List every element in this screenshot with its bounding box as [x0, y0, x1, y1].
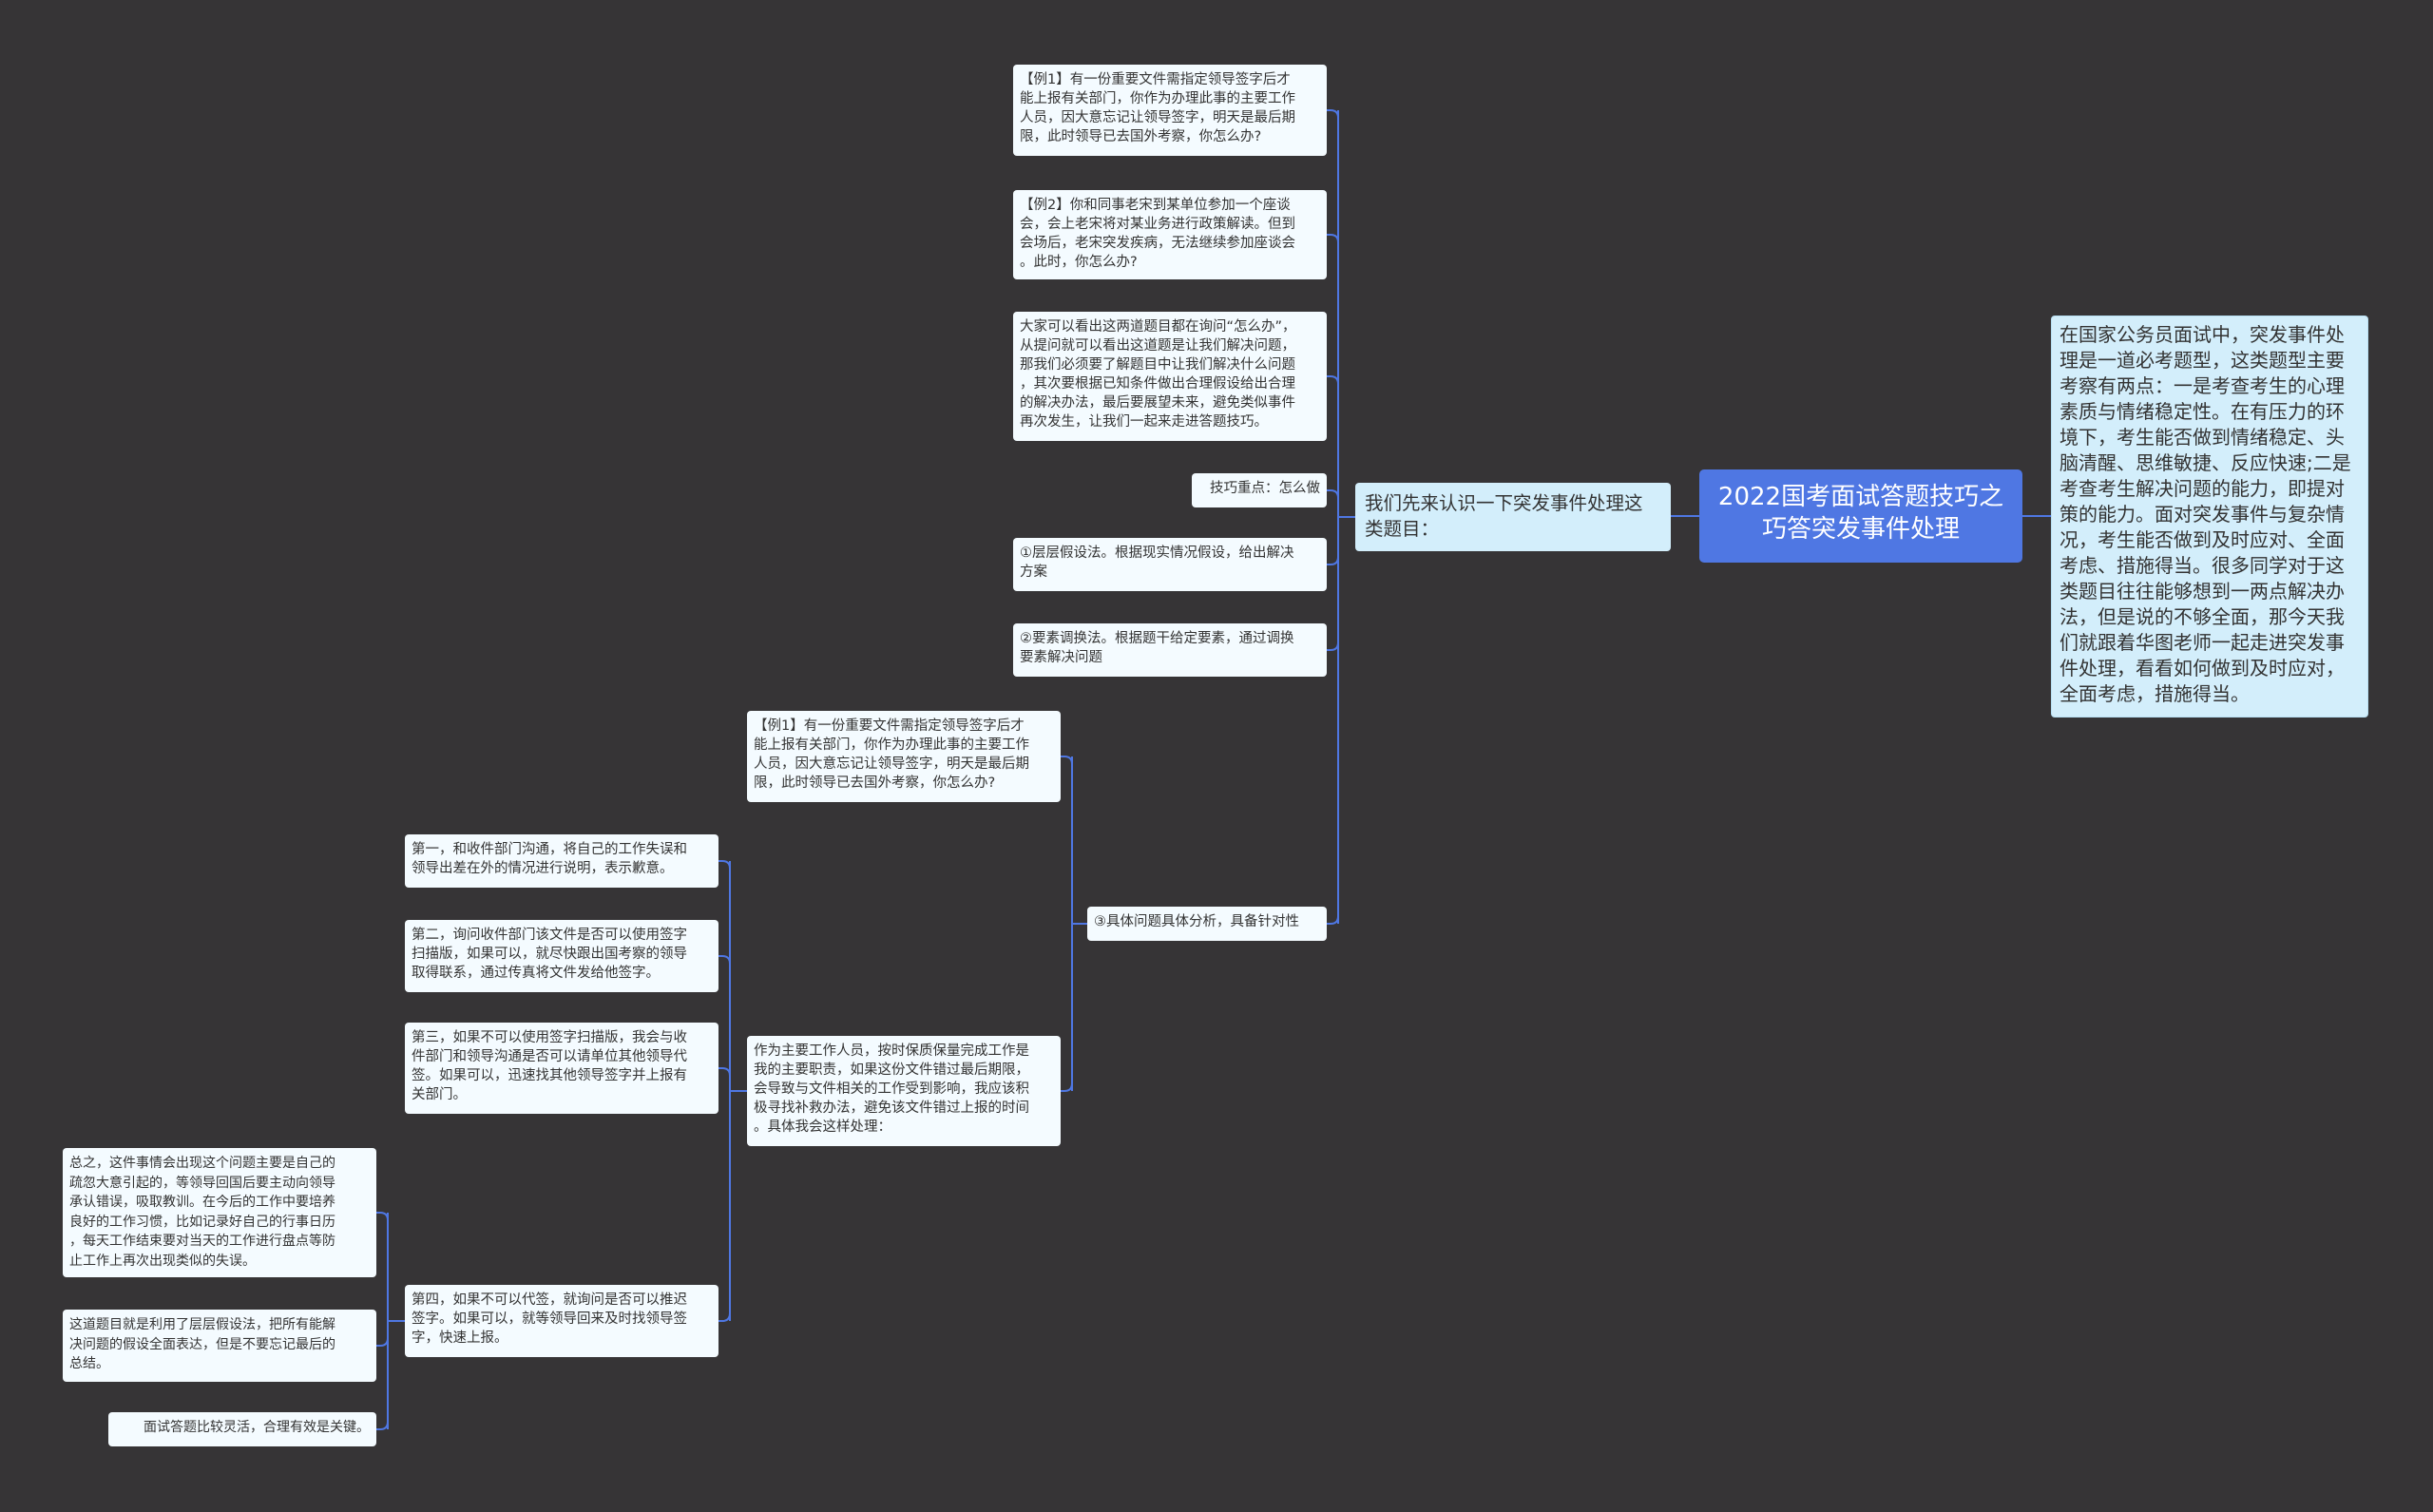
- intro-topic[interactable]: 在国家公务员面试中，突发事件处 理是一道必考题型，这类题型主要 考察有两点：一是…: [2051, 316, 2368, 718]
- flexible-answer-node[interactable]: 面试答题比较灵活，合理有效是关键。: [108, 1412, 376, 1446]
- responsibility-children-link-branch: [718, 955, 731, 965]
- responsibility-children-link-branch: [718, 1067, 731, 1077]
- branch-children-link-branch: [1327, 641, 1339, 651]
- root-topic[interactable]: 2022国考面试答题技巧之 巧答突发事件处理: [1699, 469, 2022, 563]
- analysis-node[interactable]: 大家可以看出这两道题目都在询问“怎么办”， 从提问就可以看出这道题是让我们解决问…: [1013, 312, 1327, 441]
- step-2-node[interactable]: 第二，询问收件部门该文件是否可以使用签字 扫描版，如果可以，就尽快跟出国考察的领…: [405, 920, 718, 992]
- branch-topic-recognize[interactable]: 我们先来认识一下突发事件处理这 类题目：: [1355, 483, 1671, 551]
- step4-children-link-branch: [376, 1421, 389, 1430]
- step4-children-link-branch: [376, 1212, 389, 1221]
- branch-children-link-branch: [1327, 915, 1339, 925]
- specific-analysis-children-link-branch: [1061, 756, 1073, 765]
- step4-children-link-branch: [376, 1337, 389, 1347]
- responsibility-children-link-branch: [718, 860, 731, 870]
- branch-children-link-branch: [1327, 234, 1339, 243]
- technique-key-node[interactable]: 技巧重点：怎么做: [1192, 473, 1327, 507]
- responsibility-node[interactable]: 作为主要工作人员，按时保质保量完成工作是 我的主要职责，如果这份文件错过最后期限…: [747, 1036, 1061, 1146]
- responsibility-children-link-branch: [718, 1312, 731, 1322]
- method-layered-assumption-node[interactable]: ①层层假设法。根据现实情况假设，给出解决 方案: [1013, 538, 1327, 591]
- example-1-node[interactable]: 【例1】有一份重要文件需指定领导签字后才 能上报有关部门，你作为办理此事的主要工…: [1013, 65, 1327, 156]
- step-4-node[interactable]: 第四，如果不可以代签，就询问是否可以推迟 签字。如果可以，就等领导回来及时找领导…: [405, 1285, 718, 1357]
- example-1-repeat-node[interactable]: 【例1】有一份重要文件需指定领导签字后才 能上报有关部门，你作为办理此事的主要工…: [747, 711, 1061, 802]
- method-element-swap-node[interactable]: ②要素调换法。根据题干给定要素，通过调换 要素解决问题: [1013, 623, 1327, 677]
- specific-analysis-children-link-branch: [1061, 1082, 1073, 1092]
- branch-children-link-branch: [1327, 109, 1339, 119]
- step-1-node[interactable]: 第一，和收件部门沟通，将自己的工作失误和 领导出差在外的情况进行说明，表示歉意。: [405, 834, 718, 888]
- method-specific-analysis-node[interactable]: ③具体问题具体分析，具备针对性: [1087, 907, 1327, 941]
- branch-children-link-branch: [1327, 489, 1339, 499]
- summary-node[interactable]: 总之，这件事情会出现这个问题主要是自己的 疏忽大意引起的，等领导回国后要主动向领…: [63, 1148, 376, 1277]
- technique-note-node[interactable]: 这道题目就是利用了层层假设法，把所有能解 决问题的假设全面表达，但是不要忘记最后…: [63, 1310, 376, 1382]
- step-3-node[interactable]: 第三，如果不可以使用签字扫描版，我会与收 件部门和领导沟通是否可以请单位其他领导…: [405, 1023, 718, 1114]
- branch-children-link-branch: [1327, 556, 1339, 565]
- branch-children-link-branch: [1327, 375, 1339, 385]
- example-2-node[interactable]: 【例2】你和同事老宋到某单位参加一个座谈 会，会上老宋将对某业务进行政策解读。但…: [1013, 190, 1327, 279]
